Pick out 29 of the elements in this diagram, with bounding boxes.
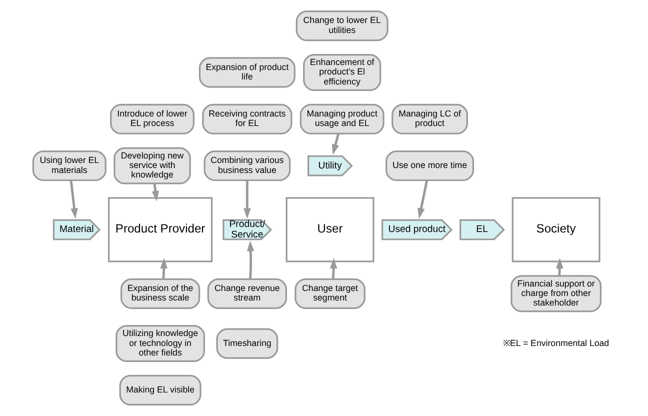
arrow bbox=[246, 240, 254, 280]
node-box: Developing new service with knowledge bbox=[114, 147, 191, 184]
node-box: Change target segment bbox=[294, 278, 366, 309]
node-box: Change revenue stream bbox=[207, 278, 287, 309]
node-box: Combining various business value bbox=[204, 150, 291, 182]
node-box: User bbox=[286, 197, 374, 262]
node-box: Society bbox=[512, 197, 600, 262]
node-box: Change to lower EL utilities bbox=[296, 10, 388, 42]
node-box: Making EL visible bbox=[119, 374, 202, 406]
arrow bbox=[330, 258, 338, 280]
arrow bbox=[244, 180, 251, 219]
node-box: Product Provider bbox=[108, 197, 213, 262]
label: ※EL = Environmental Load bbox=[503, 338, 610, 348]
node-box: Expansion of product life bbox=[198, 57, 296, 88]
node-box: Managing product usage and EL bbox=[300, 104, 384, 134]
arrow bbox=[70, 180, 78, 219]
node-box: Utilizing knowledge or technology in other fields bbox=[116, 325, 205, 362]
node-box: Timesharing bbox=[216, 328, 278, 359]
node-box: Financial support or charge from other stakeholder bbox=[510, 275, 602, 312]
arrow bbox=[332, 133, 340, 155]
node-box: Introduce of lower EL process bbox=[110, 104, 194, 134]
node-box: Expansion of the business scale bbox=[120, 278, 200, 309]
arrow bbox=[160, 258, 168, 280]
node-box: Using lower EL materials bbox=[32, 150, 106, 182]
node-box: Use one more time bbox=[386, 150, 474, 182]
node-box: Managing LC of product bbox=[392, 104, 468, 134]
arrow bbox=[418, 180, 428, 219]
node-box: Receiving contracts for EL bbox=[202, 104, 292, 134]
node-box: Enhancement of product's El efficiency bbox=[303, 54, 382, 91]
